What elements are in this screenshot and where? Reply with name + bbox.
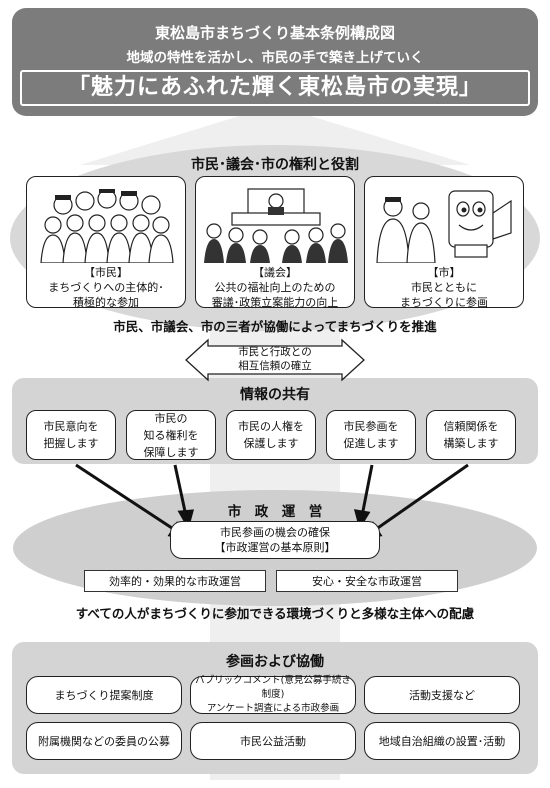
info-item-understand: 市民意向を 把握します (26, 410, 116, 460)
citizens-group-icon (40, 189, 174, 263)
admin-principle-box: 市民参画の機会の確保 【市政運営の基本原則】 (170, 521, 380, 559)
info-item-trust: 信頼関係を 構築します (426, 410, 516, 460)
assembly-hall-icon (204, 188, 348, 263)
trust-label: 市民と行政との 相互信頼の確立 (238, 346, 312, 372)
trust-double-arrow (185, 338, 365, 382)
participation-title: 参画および協働 (226, 654, 324, 670)
diagram-title: 東松島市まちづくり基本条例構成図 (154, 24, 395, 42)
assembly-card: 【議会】 公共の福祉向上のための 審議･政策立案能力の向上 (195, 176, 355, 309)
admin-note-safety: 安心・安全な市政運営 (276, 570, 458, 592)
info-item-human-rights: 市民の人権を 保護します (226, 410, 316, 460)
city-card: 【市】 市民とともに まちづくりに参画 (364, 176, 524, 309)
roles-title: 市民･議会･市の権利と役割 (191, 157, 359, 173)
participation-proposal-system: まちづくり提案制度 (26, 676, 182, 714)
info-item-right-to-know: 市民の 知る権利を 保障します (126, 410, 216, 460)
info-title: 情報の共有 (240, 387, 310, 403)
city-card-label: 【市】 市民とともに まちづくりに参画 (400, 266, 488, 309)
participation-committee-recruitment: 附属機関などの委員の公募 (26, 722, 182, 760)
vision-text: 「魅力にあふれた輝く東松島市の実現」 (67, 75, 482, 100)
admin-note-efficiency: 効率的・効果的な市政運営 (84, 570, 266, 592)
admin-title: 市 政 運 営 (227, 504, 323, 520)
participation-community-org: 地域自治組織の設置･活動 (364, 722, 520, 760)
header-band (12, 8, 538, 116)
assembly-card-label: 【議会】 公共の福祉向上のための 審議･政策立案能力の向上 (211, 266, 339, 309)
vision-banner: 「魅力にあふれた輝く東松島市の実現」 (20, 70, 530, 106)
diagram-subtitle: 地域の特性を活かし、市民の手で築き上げていく (126, 50, 424, 66)
info-item-participation: 市民参画を 促進します (326, 410, 416, 460)
participation-public-interest: 市民公益活動 (190, 722, 356, 760)
city-mascot-icon (376, 190, 512, 263)
participation-activity-support: 活動支援など (364, 676, 520, 714)
roles-summary: 市民、市議会、市の三者が協働によってまちづくりを推進 (113, 319, 437, 334)
citizen-card-label: 【市民】 まちづくりへの主体的･ 積極的な参加 (48, 266, 164, 309)
citizen-card: 【市民】 まちづくりへの主体的･ 積極的な参加 (26, 176, 186, 309)
admin-summary: すべての人がまちづくりに参加できる環境づくりと多様な主体への配慮 (75, 606, 475, 621)
participation-public-comment: パブリックコメント(意見公募手続き制度) アンケート調査による市政参画 (190, 675, 356, 714)
